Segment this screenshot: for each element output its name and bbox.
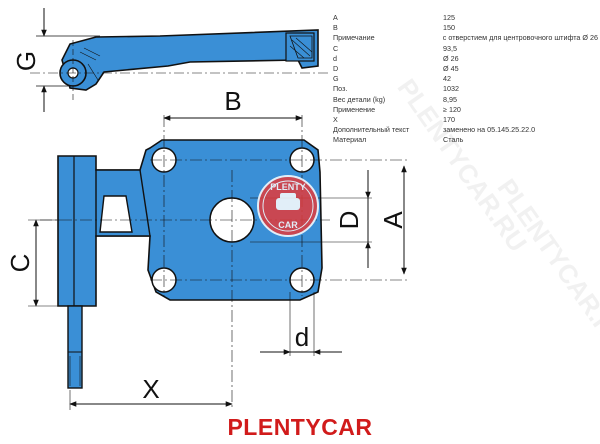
dim-label-c: C bbox=[5, 254, 35, 273]
spec-key: d bbox=[333, 53, 337, 63]
spec-value: Ø 45 bbox=[443, 64, 459, 74]
badge-bottom-text: CAR bbox=[278, 220, 298, 230]
spec-value: заменено на 05.145.25.22.0 bbox=[443, 125, 536, 135]
brand-footer: PLENTYCAR bbox=[227, 414, 373, 440]
spec-key: Материал bbox=[333, 135, 367, 145]
spec-key: Поз. bbox=[333, 84, 348, 94]
dimension-c: C bbox=[5, 219, 60, 307]
spec-row: X 170 bbox=[333, 115, 598, 125]
spec-key: A bbox=[333, 13, 338, 22]
spec-row: Примечание с отверстием для центровочного… bbox=[333, 33, 598, 43]
spec-key: C bbox=[333, 43, 339, 53]
dimension-x: X bbox=[69, 374, 233, 410]
spec-value: 1032 bbox=[443, 84, 459, 94]
spec-value: 8,95 bbox=[443, 94, 457, 104]
spec-value: 93,5 bbox=[443, 43, 457, 53]
dim-label-b: B bbox=[224, 86, 241, 116]
dim-label-x: X bbox=[142, 374, 159, 404]
spec-row: Дополнительный текст заменено на 05.145.2… bbox=[333, 125, 598, 135]
spec-row: C 93,5 bbox=[333, 44, 598, 54]
spec-value: 125 bbox=[443, 13, 455, 22]
dim-label-g: G bbox=[11, 51, 41, 71]
spec-key: G bbox=[333, 74, 339, 84]
dim-label-a: A bbox=[378, 211, 408, 229]
dim-label-d-big: D bbox=[334, 211, 364, 230]
spec-key: Примечание bbox=[333, 33, 375, 43]
dimension-b: B bbox=[163, 86, 303, 121]
badge-top-text: PLENTY bbox=[270, 182, 306, 192]
spec-row: D Ø 45 bbox=[333, 64, 598, 74]
front-view bbox=[40, 115, 410, 410]
spec-row: d Ø 26 bbox=[333, 54, 598, 64]
dim-label-d-small: d bbox=[295, 322, 309, 352]
dimension-d-small: d bbox=[260, 292, 342, 356]
spec-row: A 125 bbox=[333, 13, 598, 23]
spec-value: 170 bbox=[443, 115, 455, 125]
dimension-g: G bbox=[11, 8, 100, 112]
spec-key: Вес детали (kg) bbox=[333, 94, 386, 104]
spec-value: ≥ 120 bbox=[443, 104, 461, 114]
spec-value: Ø 26 bbox=[443, 53, 459, 63]
spec-value: Сталь bbox=[443, 135, 464, 145]
spec-value: с отверстием для центровочного штифта Ø … bbox=[442, 33, 598, 43]
spec-row: Поз. 1032 bbox=[333, 84, 598, 94]
spec-value: 150 bbox=[443, 23, 455, 33]
spec-key: Дополнительный текст bbox=[333, 125, 410, 135]
spec-row: B 150 bbox=[333, 23, 598, 33]
spec-row: Материал Сталь bbox=[333, 135, 598, 145]
spec-value: 42 bbox=[443, 74, 451, 84]
spec-row: Применение ≥ 120 bbox=[333, 105, 598, 115]
spec-key: D bbox=[333, 64, 339, 74]
spec-key: Применение bbox=[333, 104, 376, 114]
spec-key: X bbox=[333, 115, 338, 125]
spec-key: B bbox=[333, 23, 338, 33]
plentycar-badge: PLENTY CAR bbox=[257, 175, 319, 237]
side-view bbox=[30, 29, 330, 100]
spec-row: G 42 bbox=[333, 74, 598, 84]
spec-row: Вес детали (kg) 8,95 bbox=[333, 95, 598, 105]
car-icon bbox=[276, 198, 300, 210]
dimension-a: A bbox=[378, 165, 408, 275]
